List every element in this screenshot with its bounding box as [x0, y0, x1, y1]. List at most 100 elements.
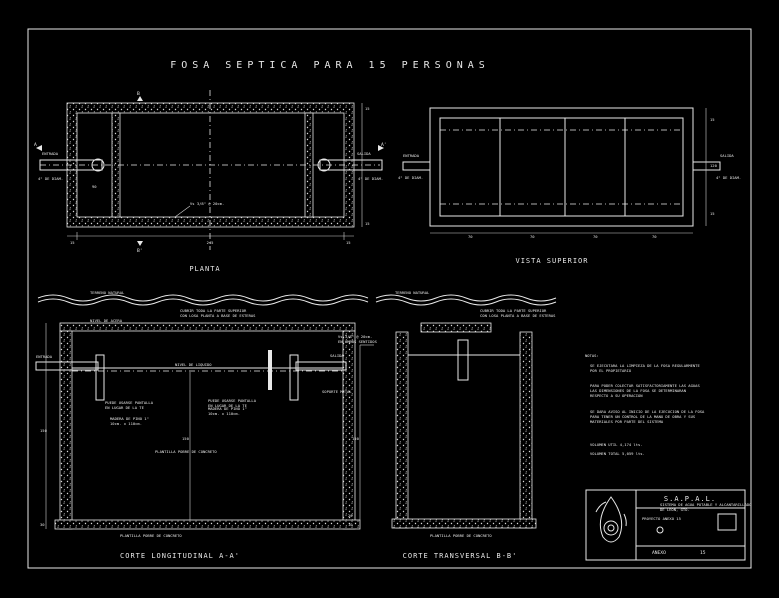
top-diam-r: 4" DE DIAM. — [716, 175, 741, 180]
section-arrow-icon — [378, 145, 384, 151]
sec-a-label: A — [34, 142, 37, 148]
note-3: SE DARA AVISO AL INICIO DE LA EJECUCION … — [590, 409, 705, 424]
volume-total: VOLUMEN TOTAL 5,059 lts. — [590, 451, 645, 456]
section-arrow-icon — [137, 241, 143, 246]
volume-util: VOLUMEN UTIL 4,174 lts. — [590, 442, 643, 447]
plan-diam-in: 4" DE DIAM. — [38, 176, 63, 181]
top-r3: 15 — [710, 211, 715, 216]
plan-dim-end-l: 15 — [70, 240, 75, 245]
plan-diam-out: 4" DE DIAM. — [358, 176, 383, 181]
seal-icon — [717, 513, 737, 531]
planta-view: A A' B B' ENTRADA 4" DE DIAM. SALIDA 4" … — [34, 90, 387, 273]
section-arrow-icon — [36, 145, 42, 151]
plan-dim-total: 245 — [207, 240, 214, 245]
ground-line — [37, 294, 369, 302]
org-sub: SISTEMA DE AGUA POTABLE Y ALCANTARILLADO… — [660, 502, 752, 512]
stamp-icon — [656, 526, 664, 534]
top-d1: 70 — [468, 234, 473, 239]
outlet-tee-icon — [317, 158, 331, 172]
top-d3: 70 — [593, 234, 598, 239]
note-1: SE EJECUTARA LA LIMPIEZA DE LA FOSA REGU… — [590, 363, 700, 373]
plan-dim-end-r: 15 — [346, 240, 351, 245]
inlet-pipe — [39, 159, 103, 171]
baffle-board — [268, 350, 272, 390]
trans-lid — [420, 322, 492, 333]
plan-dim-mid: 90 — [92, 184, 97, 189]
sapal-logo-icon — [595, 496, 627, 543]
long-entrada: ENTRADA — [36, 354, 53, 359]
long-inlet-tee — [95, 354, 105, 401]
long-slab — [59, 322, 356, 332]
top-outer — [429, 107, 694, 227]
corte-longitudinal-caption: CORTE LONGITUDINAL A-A' — [120, 552, 240, 560]
inlet-tee-icon — [91, 158, 105, 172]
section-arrow-icon — [137, 96, 143, 101]
long-salida: SALIDA — [330, 353, 344, 358]
anexo-label: ANEXO — [652, 550, 666, 556]
plan-varilla: Vs 3/8" @ 20cm. — [190, 201, 224, 206]
vista-superior-view: ENTRADA SALIDA 4" DE DIAM. 4" DE DIAM. 7… — [398, 107, 741, 265]
top-inner — [439, 117, 684, 217]
terreno-label: TERRENO NATURAL — [90, 290, 125, 295]
plan-entrada: ENTRADA — [42, 151, 59, 156]
plantilla2-label: PLANTILLA POBRE DE CONCRETO — [430, 533, 492, 538]
corte-transversal-view: TERRENO NATURAL CUBRIR TODA LA PARTE SUP… — [40, 290, 557, 560]
top-r1: 15 — [710, 117, 715, 122]
title-row2: PROYECTO ANEXO 15 — [642, 516, 681, 521]
top-outlet-pipe — [692, 161, 721, 171]
sheet-border — [27, 28, 752, 569]
madera-left: MADERA DE PINO 1"10cm. x 110cm. — [110, 416, 149, 426]
trans-tee — [457, 339, 469, 381]
drawing-title: FOSA SEPTICA PARA 15 PERSONAS — [170, 60, 490, 71]
vista-superior-caption: VISTA SUPERIOR — [515, 257, 588, 265]
long-base — [54, 519, 361, 530]
trans-h3: 20 — [348, 513, 353, 518]
title-block: S.A.P.A.L. SISTEMA DE AGUA POTABLE Y ALC… — [585, 489, 752, 561]
title-block-frame — [585, 489, 746, 561]
trans-h4: 10 — [348, 522, 353, 527]
long-wall-left — [59, 330, 73, 530]
corte-longitudinal-view: TERRENO NATURAL ENTRADA SALIDA NIVEL DE … — [35, 290, 369, 560]
plantilla-label: PLANTILLA POBRE DE CONCRETO — [155, 449, 217, 454]
trans-h5: 30 — [40, 522, 45, 527]
anexo-num: 15 — [700, 550, 706, 556]
top-d4: 70 — [652, 234, 657, 239]
nivel-acera: NIVEL DE ACERA — [90, 318, 123, 323]
plan-dim-side-b: 15 — [365, 221, 370, 226]
long-outlet-pipe — [295, 361, 347, 371]
sec-b-label: B — [137, 91, 140, 97]
nivel-liquido: NIVEL DE LIQUIDO — [175, 362, 212, 367]
notes-heading: NOTAS: — [585, 353, 599, 358]
top-entrada: ENTRADA — [403, 153, 420, 158]
long-inlet-pipe — [35, 361, 99, 371]
long-outlet-tee — [289, 354, 299, 401]
soporte-label: SOPORTE METAL — [322, 389, 352, 394]
long-wall-right — [342, 330, 356, 530]
trans-wall-left — [395, 331, 409, 529]
top-salida: SALIDA — [720, 153, 734, 158]
sec-a2-label: A' — [381, 142, 387, 148]
trans-base — [391, 518, 537, 529]
top-inlet-pipe — [402, 161, 431, 171]
trans-h1: 150 — [352, 436, 360, 441]
long-h1: 150 — [40, 428, 48, 433]
long-h2: 150 — [182, 436, 190, 441]
top-d2: 70 — [530, 234, 535, 239]
top-r2: 120 — [710, 163, 718, 168]
plan-salida: SALIDA — [357, 151, 371, 156]
planta-caption: PLANTA — [189, 265, 220, 273]
plantilla-base-label: PLANTILLA POBRE DE CONCRETO — [120, 533, 182, 538]
madera-right: MADERA DE PINO 1"10cm. x 110cm. — [208, 406, 247, 416]
top-diam-l: 4" DE DIAM. — [398, 175, 423, 180]
varilla2-label: Vs 3/8" @ 20cm.EN AMBOS SENTIDOS — [338, 334, 378, 344]
corte-transversal-caption: CORTE TRANSVERSAL B-B' — [403, 552, 518, 560]
sec-b2-label: B' — [137, 248, 143, 254]
notes-block: NOTAS: SE EJECUTARA LA LIMPIEZA DE LA FO… — [585, 353, 705, 456]
outlet-pipe — [319, 159, 383, 171]
plan-dim-side-t: 15 — [365, 106, 370, 111]
